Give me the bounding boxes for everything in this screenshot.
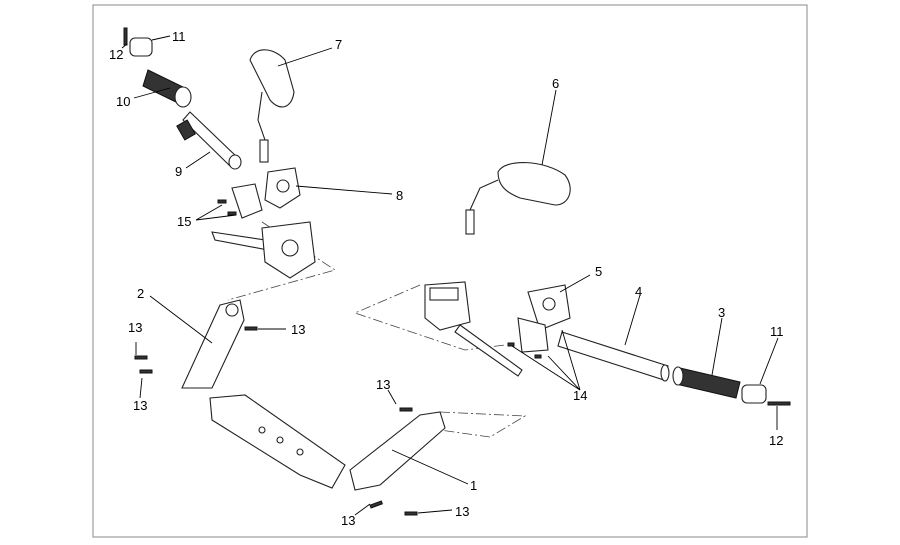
callout-9: 9	[175, 164, 182, 179]
handlebar-4-right	[557, 331, 670, 382]
callout-labels: 11 12 10 7 9 8 15 2 13 13 13 13 1 13 13 …	[109, 29, 784, 528]
callout-3: 3	[718, 305, 725, 320]
callout-11-left: 11	[172, 29, 186, 44]
callout-15: 15	[177, 214, 191, 229]
callout-12-left: 12	[109, 47, 123, 62]
callout-13-b: 13	[128, 320, 142, 335]
lever-right	[454, 324, 523, 377]
mirror-6-right	[465, 162, 571, 235]
bolts-13-left	[134, 326, 258, 374]
clamp-14-right	[507, 317, 549, 359]
master-cylinder-right	[424, 281, 471, 331]
bolts-13-lower	[369, 407, 418, 516]
callout-4: 4	[635, 284, 642, 299]
callout-11-right: 11	[770, 324, 784, 339]
mirror-7-left	[249, 49, 295, 163]
callout-13-d: 13	[376, 377, 390, 392]
callout-13-e: 13	[341, 513, 355, 528]
grip-10-left	[142, 69, 192, 108]
callout-14: 14	[573, 388, 587, 403]
riser-1-right	[349, 411, 446, 491]
callout-7: 7	[335, 37, 342, 52]
callout-2: 2	[137, 286, 144, 301]
clamp-15-left	[217, 183, 263, 219]
bar-end-11-right	[741, 384, 767, 404]
leader-lines	[121, 35, 779, 516]
diagram-border	[92, 4, 808, 538]
riser-2-left	[181, 299, 245, 389]
screw-12-left	[123, 27, 128, 46]
callout-13-f: 13	[455, 504, 469, 519]
bar-end-11-left	[129, 37, 153, 57]
callout-6: 6	[552, 76, 559, 91]
callout-5: 5	[595, 264, 602, 279]
callout-1: 1	[470, 478, 477, 493]
callout-13-c: 13	[133, 398, 147, 413]
callout-13-a: 13	[291, 322, 305, 337]
callout-10: 10	[116, 94, 130, 109]
screw-12-right	[767, 401, 791, 406]
switch-5-right	[527, 284, 571, 331]
grip-3-right	[672, 366, 741, 399]
callout-12-right: 12	[769, 433, 783, 448]
callout-8: 8	[396, 188, 403, 203]
lever-master-cylinder-left	[211, 221, 316, 279]
assembly-line-lower	[439, 411, 527, 438]
switch-8-left	[264, 167, 301, 209]
crossbar-lower	[209, 394, 346, 489]
handlebar-9-left	[176, 111, 242, 170]
